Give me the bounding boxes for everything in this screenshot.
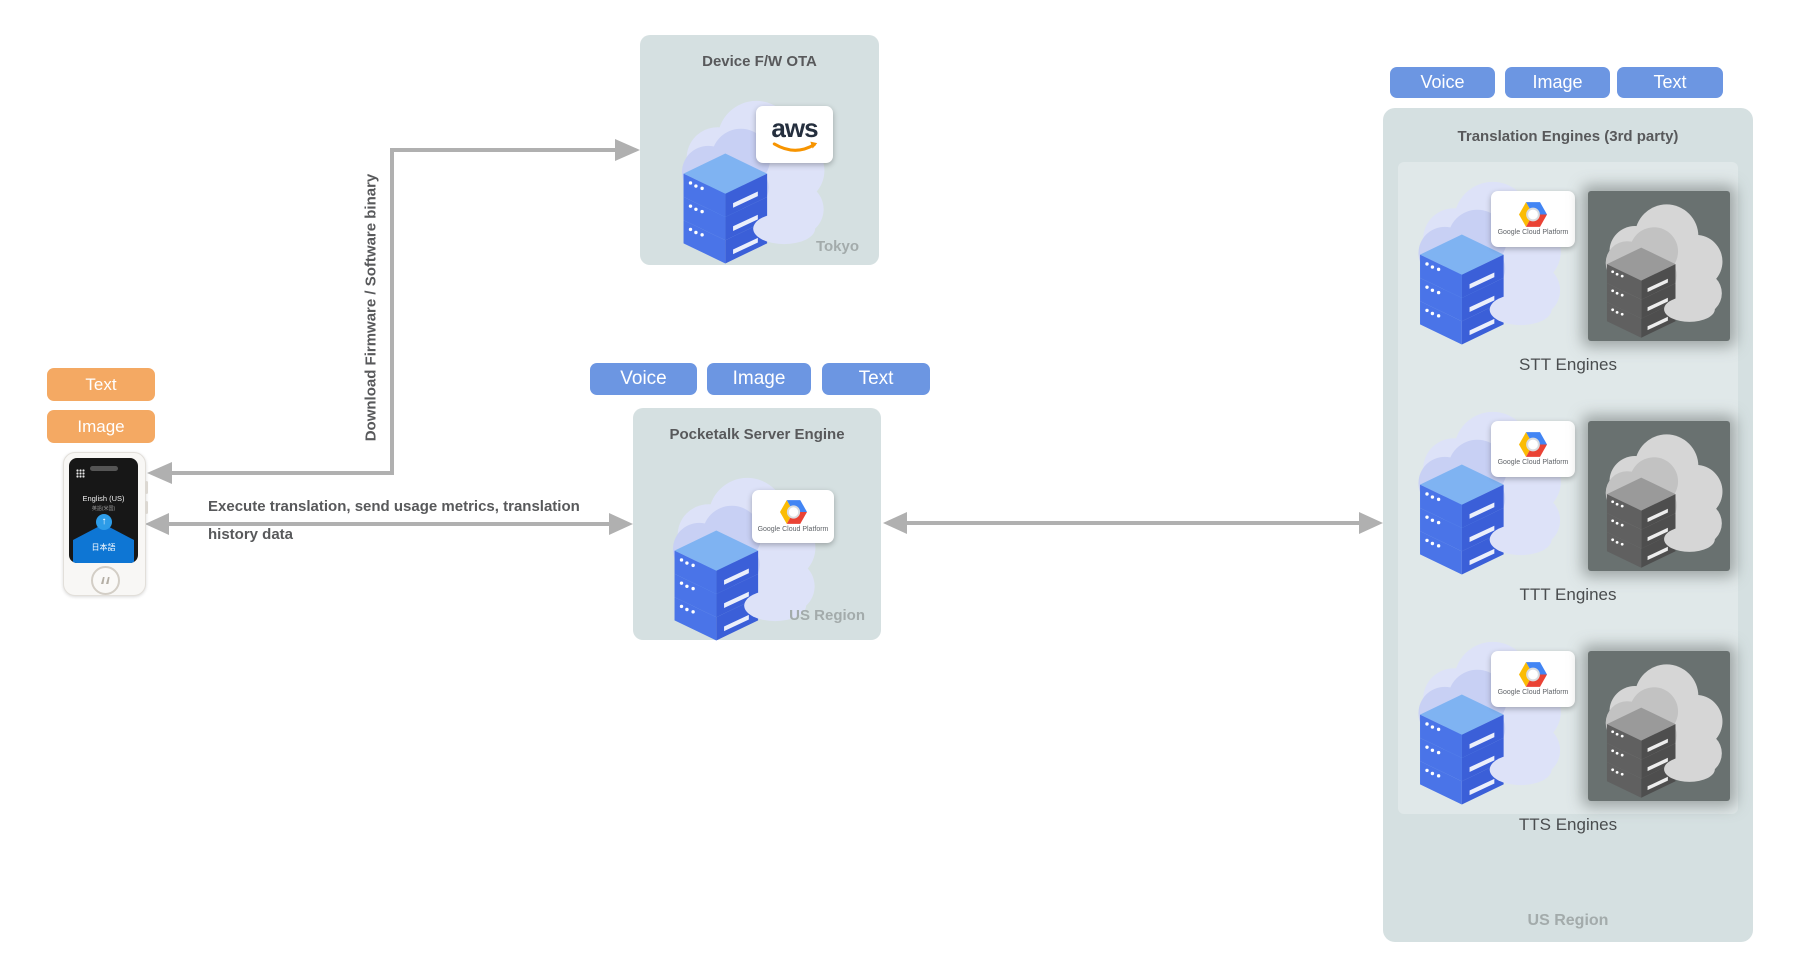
firmware-arrow-label: Download Firmware / Software binary	[362, 173, 380, 442]
translation-engines-box: Translation Engines (3rd party) Google C…	[1383, 108, 1753, 942]
device-side-button	[145, 501, 148, 514]
gcp-logo-text: Google Cloud Platform	[1497, 229, 1569, 236]
target-language-label: 日本語	[91, 543, 116, 552]
engines-voice-button: Voice	[1390, 67, 1495, 98]
gcp-logo-text: Google Cloud Platform	[1497, 459, 1569, 466]
device-talk-button	[91, 566, 120, 595]
server-image-button: Image	[707, 363, 811, 395]
device-fw-ota-box: Device F/W OTA aws Tokyo	[640, 35, 879, 265]
server-voice-button: Voice	[590, 363, 697, 395]
region-label: US Region	[789, 607, 865, 624]
aws-smile-icon	[772, 141, 817, 152]
pocketalk-server-engine-box: Pocketalk Server Engine Google Cloud Pla…	[633, 408, 881, 641]
pocketalk-device: English (US) 英語(米国) ↑ 日本語	[63, 452, 148, 596]
gcp-logo-text: Google Cloud Platform	[1497, 689, 1569, 696]
aws-logo-text: aws	[771, 112, 818, 143]
gcp-logo: Google Cloud Platform	[752, 490, 834, 543]
engine-row-label: TTS Engines	[1518, 815, 1618, 834]
server-text-button: Text	[822, 363, 930, 395]
source-language-sublabel: 英語(米国)	[91, 506, 116, 512]
box-title: Translation Engines (3rd party)	[1457, 128, 1679, 145]
gcp-logo: Google Cloud Platform	[1491, 651, 1575, 707]
translation-arrow-label-line2: history data	[208, 526, 294, 543]
third-party-server-tile	[1588, 421, 1730, 571]
device-text-button: Text	[47, 368, 155, 401]
engine-row-ttt: Google Cloud Platform TTT Engines	[1401, 393, 1735, 618]
engines-image-button: Image	[1505, 67, 1610, 98]
engine-row-tts: Google Cloud Platform TTS Engines	[1401, 623, 1735, 848]
gcp-hexagon-icon	[1519, 662, 1547, 687]
gcp-logo: Google Cloud Platform	[1491, 421, 1575, 477]
device-side-button	[145, 481, 148, 494]
target-language-panel	[73, 524, 134, 563]
region-label: Tokyo	[815, 238, 859, 255]
third-party-server-tile	[1588, 651, 1730, 801]
engine-row-label: STT Engines	[1519, 355, 1617, 374]
gcp-hexagon-icon	[1519, 202, 1547, 227]
speaker-notch-icon	[90, 466, 118, 471]
engine-row-stt: Google Cloud Platform STT Engines	[1401, 163, 1735, 388]
gcp-logo: Google Cloud Platform	[1491, 191, 1575, 247]
gcp-hexagon-icon	[779, 500, 807, 524]
swap-direction-icon: ↑	[96, 514, 112, 530]
aws-logo: aws	[756, 106, 833, 163]
device-image-button: Image	[47, 410, 155, 443]
third-party-server-tile	[1588, 191, 1730, 341]
translation-arrow-label-line1: Execute translation, send usage metrics,…	[208, 498, 580, 515]
box-title: Pocketalk Server Engine	[669, 426, 845, 443]
gcp-logo-text: Google Cloud Platform	[757, 526, 829, 533]
box-title: Device F/W OTA	[702, 53, 817, 70]
engine-row-label: TTT Engines	[1519, 585, 1617, 604]
gcp-hexagon-icon	[1519, 432, 1547, 457]
gray-cloud-server-icon	[1605, 434, 1723, 568]
apps-grid-icon	[76, 469, 85, 478]
engines-text-button: Text	[1617, 67, 1723, 98]
device-screen: English (US) 英語(米国) ↑ 日本語	[69, 458, 138, 563]
region-label: US Region	[1527, 912, 1609, 929]
talk-marks-icon	[101, 577, 110, 584]
gray-cloud-server-icon	[1605, 664, 1723, 798]
source-language-label: English (US)	[82, 494, 125, 503]
gray-cloud-server-icon	[1605, 204, 1723, 338]
